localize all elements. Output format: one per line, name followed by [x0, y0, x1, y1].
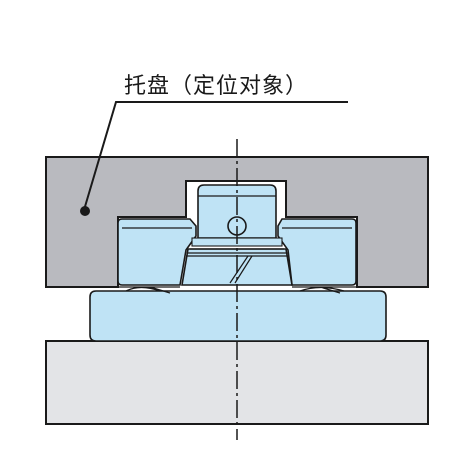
left-seal-detail — [118, 286, 180, 294]
slot-line-1 — [229, 255, 249, 284]
clamp-flange — [89, 290, 387, 342]
clamp-right-shoulder — [277, 218, 357, 286]
callout-label: 托盘（定位对象） — [124, 74, 308, 99]
callout-dot — [80, 206, 90, 216]
right-seal-detail — [292, 286, 356, 294]
clamp-left-shoulder — [117, 218, 197, 286]
callout-leader — [83, 101, 348, 211]
slot-line-2 — [234, 255, 253, 284]
